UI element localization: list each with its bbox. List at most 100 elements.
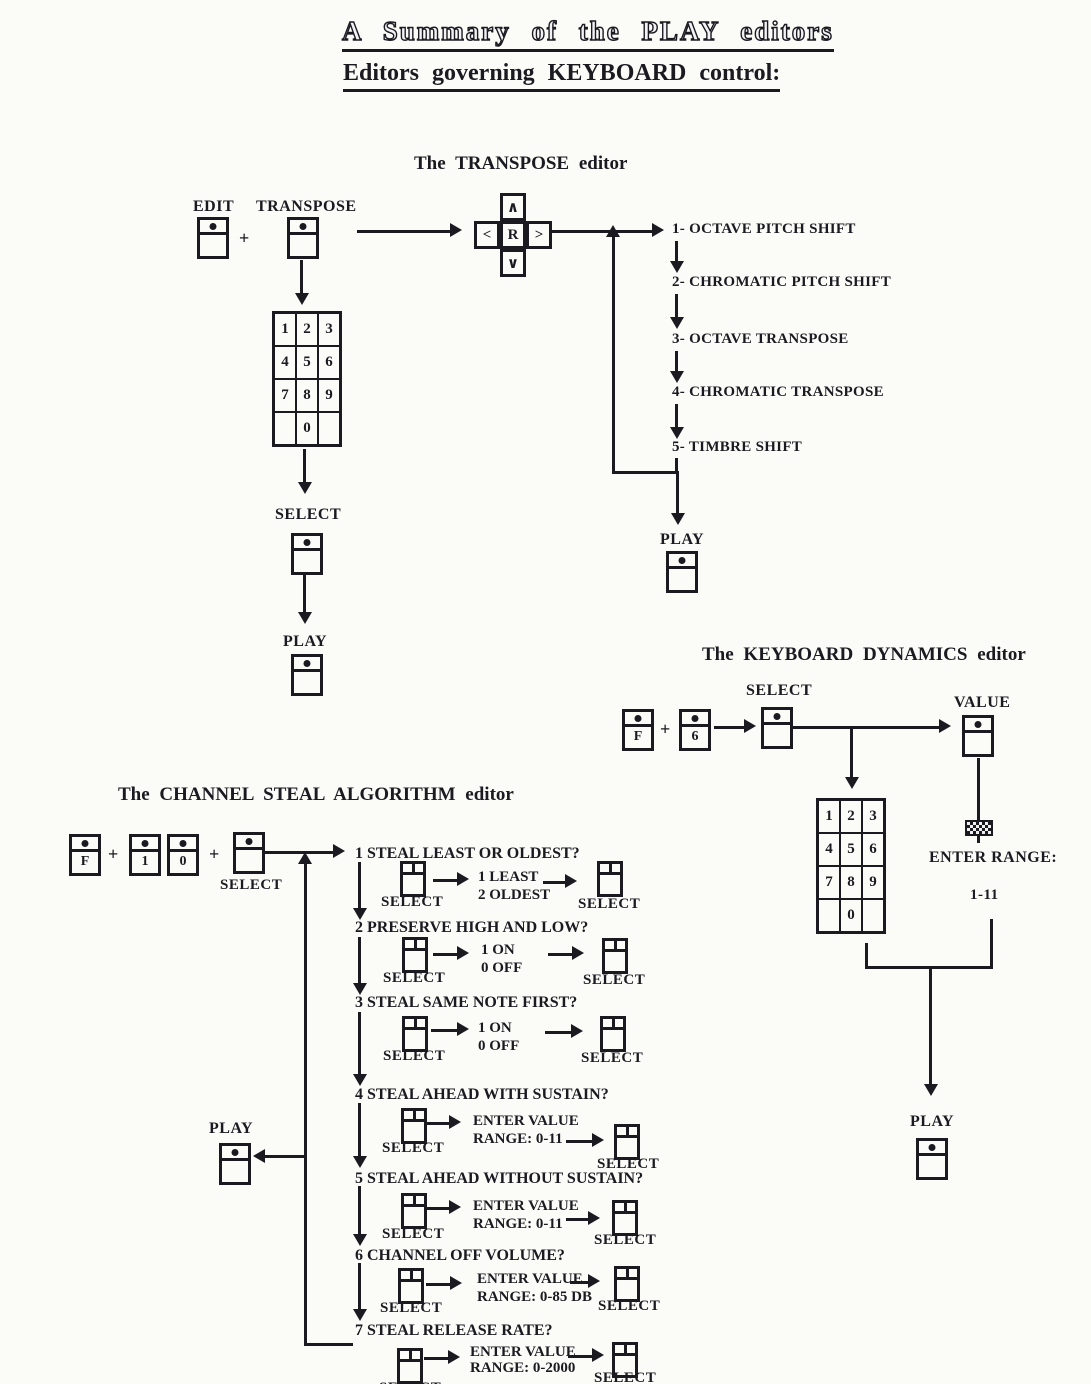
f-key-icon: F: [69, 834, 101, 876]
slider-handle-icon: [965, 820, 993, 836]
select-mouse-icon: [612, 1200, 638, 1236]
arrow-right-icon: [457, 946, 469, 960]
select-mouse-icon: [600, 1016, 626, 1052]
play-key-icon: [291, 654, 323, 696]
arrow-right-icon: [592, 1348, 604, 1362]
flow-line: [358, 1263, 361, 1313]
keypad-key-4: 4: [275, 347, 295, 378]
arrow-right-icon: [571, 1024, 583, 1038]
key-letter: 0: [179, 854, 187, 869]
arrow-right-icon: [744, 719, 756, 733]
flow-line: [612, 237, 615, 471]
steal-question: 7 STEAL RELEASE RATE?: [355, 1322, 553, 1339]
cursor-right-key: >: [526, 221, 552, 249]
flow-line: [543, 881, 567, 884]
keypad-key-2: 2: [297, 314, 317, 345]
select-mouse-icon: [612, 1342, 638, 1378]
arrow-right-icon: [449, 1115, 461, 1129]
transpose-item-4: 4- CHROMATIC TRANSPOSE: [672, 384, 884, 400]
select-label: SELECT: [598, 1298, 661, 1314]
flow-line: [357, 230, 451, 233]
dynamics-editor-title: The KEYBOARD DYNAMICS editor: [702, 644, 1026, 665]
keypad-key-2: 2: [841, 801, 861, 832]
select-key-label: SELECT: [746, 682, 813, 699]
arrow-right-icon: [449, 1200, 461, 1214]
arrow-right-icon: [448, 1350, 460, 1364]
flow-line: [424, 1357, 450, 1360]
enter-range-label: ENTER RANGE:: [929, 849, 1058, 866]
flow-line: [300, 260, 303, 296]
flow-line: [714, 726, 746, 729]
flow-line: [676, 474, 679, 516]
keypad-key-7: 7: [819, 867, 839, 898]
option-value: ENTER VALUE: [473, 1198, 579, 1214]
keypad-key-blank: [819, 900, 839, 931]
select-label: SELECT: [581, 1050, 644, 1066]
select-label: SELECT: [382, 1140, 445, 1156]
arrow-up-icon: [298, 852, 312, 864]
keypad-key-1: 1: [819, 801, 839, 832]
cursor-center-key: R: [500, 221, 526, 249]
select-label: SELECT: [578, 896, 641, 912]
arrow-down-icon: [670, 427, 684, 439]
key-dot: [299, 223, 307, 230]
cursor-cross-control: ∧ < R > ∨: [474, 193, 552, 277]
select-mouse-icon: [402, 937, 428, 973]
select-label: SELECT: [583, 972, 646, 988]
key-dot: [974, 721, 982, 728]
edit-key-label: EDIT: [193, 198, 235, 215]
cursor-up-key: ∧: [500, 193, 526, 221]
keypad-key-5: 5: [297, 347, 317, 378]
keypad-key-7: 7: [275, 380, 295, 411]
option-value: 1 ON: [481, 942, 515, 958]
key-dot: [678, 557, 686, 564]
arrow-right-icon: [333, 844, 345, 858]
arrow-right-icon: [652, 223, 664, 237]
select-mouse-icon: [400, 861, 426, 897]
cursor-down-key: ∨: [500, 249, 526, 277]
flow-line: [431, 1029, 459, 1032]
play-key-icon: [219, 1143, 251, 1185]
select-label: SELECT: [382, 1226, 445, 1242]
transpose-item-1: 1- OCTAVE PITCH SHIFT: [672, 221, 856, 237]
keypad-key-blank: [319, 413, 339, 444]
key-dot: [141, 840, 149, 847]
arrow-down-icon: [298, 482, 312, 494]
arrow-right-icon: [450, 223, 462, 237]
arrow-up-icon: [606, 225, 620, 237]
arrow-right-icon: [565, 874, 577, 888]
page-subtitle: Editors governing KEYBOARD control:: [343, 60, 781, 92]
select-label: SELECT: [379, 1380, 441, 1384]
select-mouse-icon: [401, 1193, 427, 1229]
select-mouse-icon: [614, 1124, 640, 1160]
arrow-right-icon: [592, 1133, 604, 1147]
option-value: 0 OFF: [481, 960, 523, 976]
play-key-icon: [666, 551, 698, 593]
play-key-icon: [916, 1138, 948, 1180]
flow-line: [675, 351, 678, 373]
option-value: 1 ON: [478, 1020, 512, 1036]
key-dot: [303, 660, 311, 667]
flow-line: [675, 241, 678, 263]
option-value: 0 OFF: [478, 1038, 520, 1054]
option-value: RANGE: 0-11: [473, 1131, 563, 1147]
plus-sign: +: [660, 719, 671, 739]
select-key-label: SELECT: [220, 877, 283, 893]
keypad-key-0: 0: [297, 413, 317, 444]
key-letter: 6: [691, 729, 699, 744]
key-dot: [179, 840, 187, 847]
key-dot: [928, 1144, 936, 1151]
select-label: SELECT: [381, 894, 444, 910]
option-value: 1 LEAST: [478, 869, 539, 885]
plus-sign: +: [209, 844, 220, 864]
key-dot: [245, 838, 253, 845]
play-key-label: PLAY: [660, 531, 705, 548]
arrow-down-icon: [670, 371, 684, 383]
arrow-right-icon: [450, 1276, 462, 1290]
arrow-right-icon: [588, 1211, 600, 1225]
option-value: 2 OLDEST: [478, 887, 551, 903]
select-key-icon: [761, 707, 793, 749]
keypad-key-5: 5: [841, 834, 861, 865]
flow-line: [358, 862, 361, 912]
